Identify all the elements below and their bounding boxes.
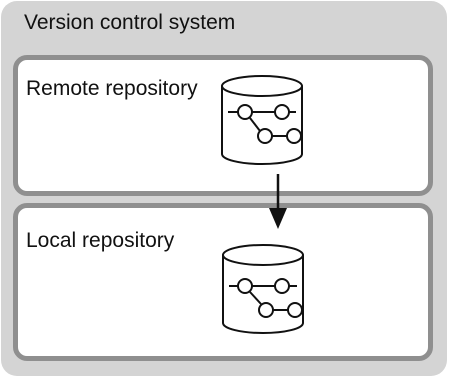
local-repository-label: Local repository xyxy=(26,229,175,252)
remote-repository-panel: Remote repository xyxy=(13,55,433,196)
local-repository-panel: Local repository xyxy=(13,203,433,361)
system-title: Version control system xyxy=(24,11,236,34)
remote-repository-label: Remote repository xyxy=(26,77,198,100)
